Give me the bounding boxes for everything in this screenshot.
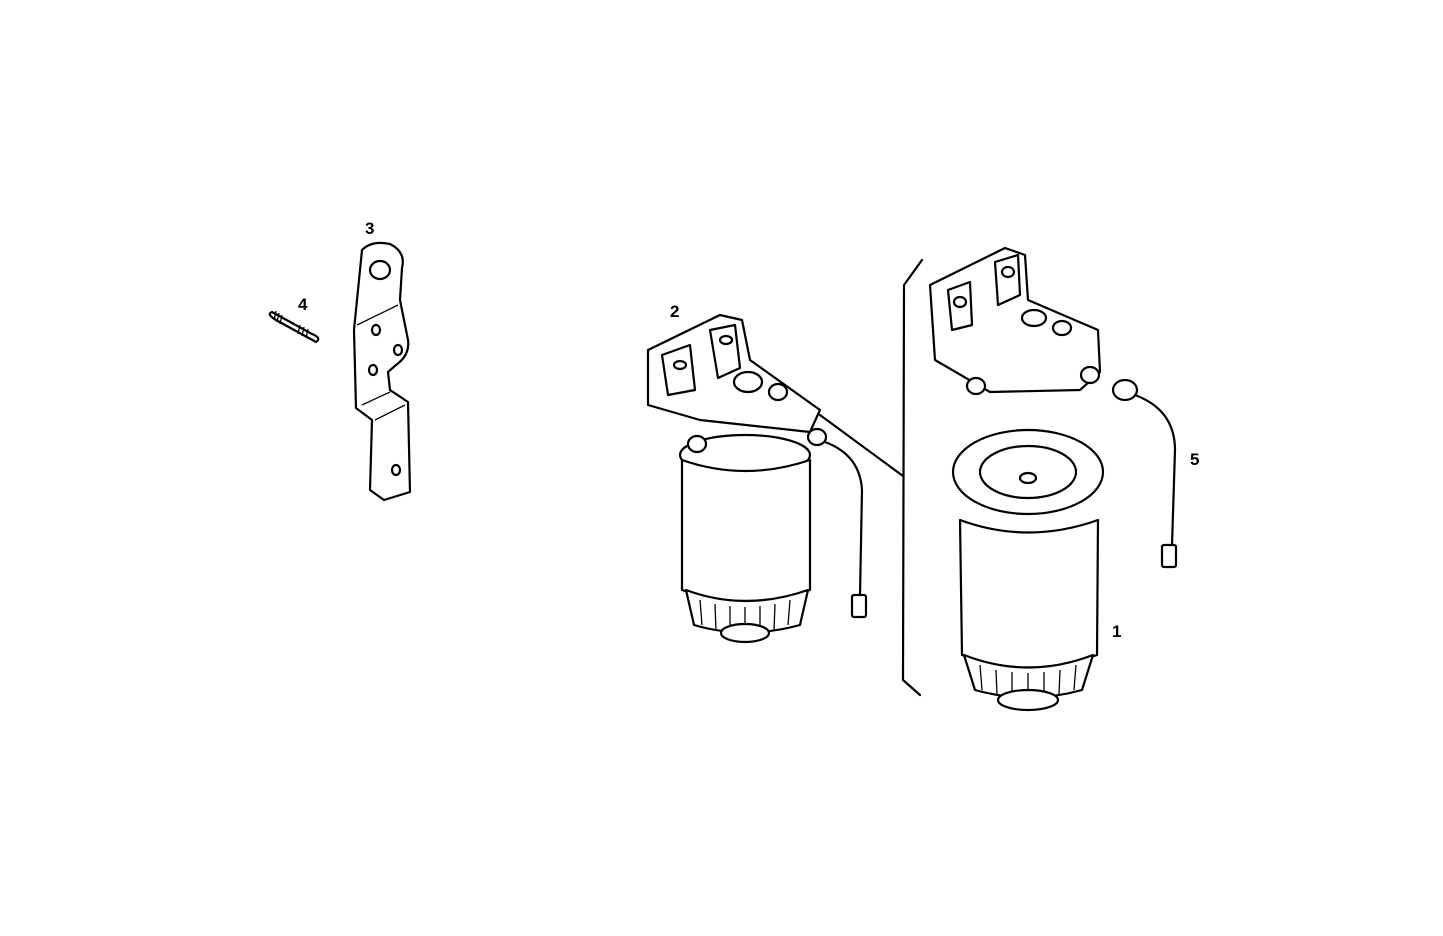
fuel-filter-assembly-drawing	[646, 313, 905, 644]
callout-4: 4	[298, 295, 308, 314]
stud-bolt-drawing	[268, 310, 320, 344]
callout-1: 1	[1112, 622, 1122, 641]
callout-2: 2	[670, 302, 680, 321]
callout-5: 5	[1190, 450, 1200, 469]
filter-exploded-drawing	[928, 246, 1178, 712]
exploded-view-frame	[901, 258, 924, 697]
callout-3: 3	[365, 219, 375, 238]
mounting-bracket-drawing	[352, 241, 412, 502]
